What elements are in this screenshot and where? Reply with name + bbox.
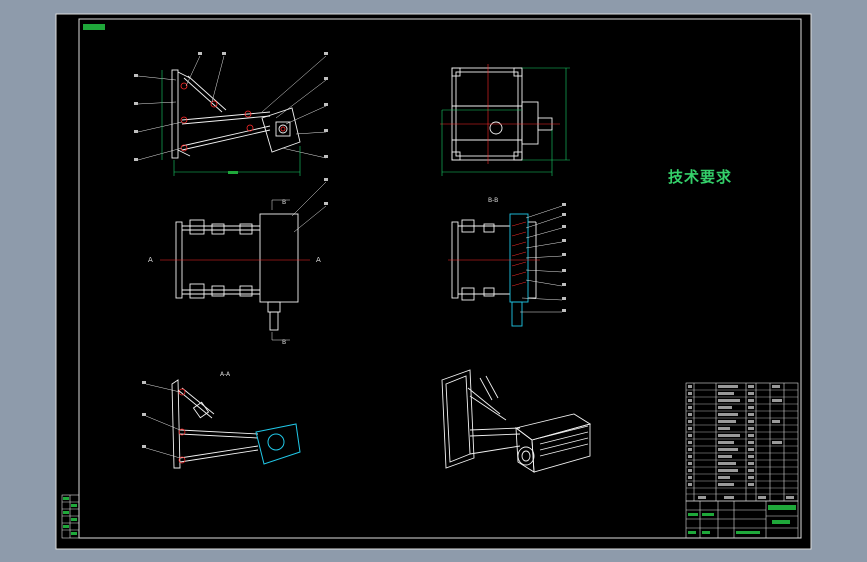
title-block — [685, 500, 799, 539]
side-strip-text — [63, 497, 77, 535]
front-view-leaders — [137, 55, 327, 161]
section-mark-a-left: A — [148, 256, 153, 264]
side-title-strip — [61, 494, 80, 539]
parts-list-text-marks — [688, 385, 794, 499]
section-mark-a-right: A — [316, 256, 321, 264]
section-aa-view — [171, 379, 259, 469]
section-bb-leaders — [520, 205, 563, 313]
tech-requirements-title: 技术要求 — [668, 168, 733, 186]
title-block-text — [688, 505, 796, 534]
side-view-leaders — [271, 181, 327, 341]
parts-list-table — [685, 382, 799, 502]
top-view-dims — [441, 67, 570, 176]
section-aa-label: A-A — [220, 371, 231, 378]
front-view — [171, 69, 301, 159]
callout-marks — [134, 52, 566, 448]
section-aa-leaders — [145, 383, 181, 459]
section-bb-hatch — [448, 221, 540, 287]
parts-list-rows — [686, 389, 798, 495]
section-aa-motor — [255, 423, 301, 465]
section-bb-label: B-B — [488, 197, 498, 204]
front-view-joints — [180, 82, 286, 152]
inner-frame — [78, 18, 802, 539]
isometric-view — [441, 369, 592, 473]
frame-code-tag — [83, 24, 105, 30]
top-view-centerlines — [440, 64, 560, 164]
section-mark-b-top: B — [282, 199, 286, 206]
section-mark-b-bottom: B — [282, 339, 286, 346]
paper-border — [55, 13, 812, 550]
top-view — [451, 67, 553, 161]
